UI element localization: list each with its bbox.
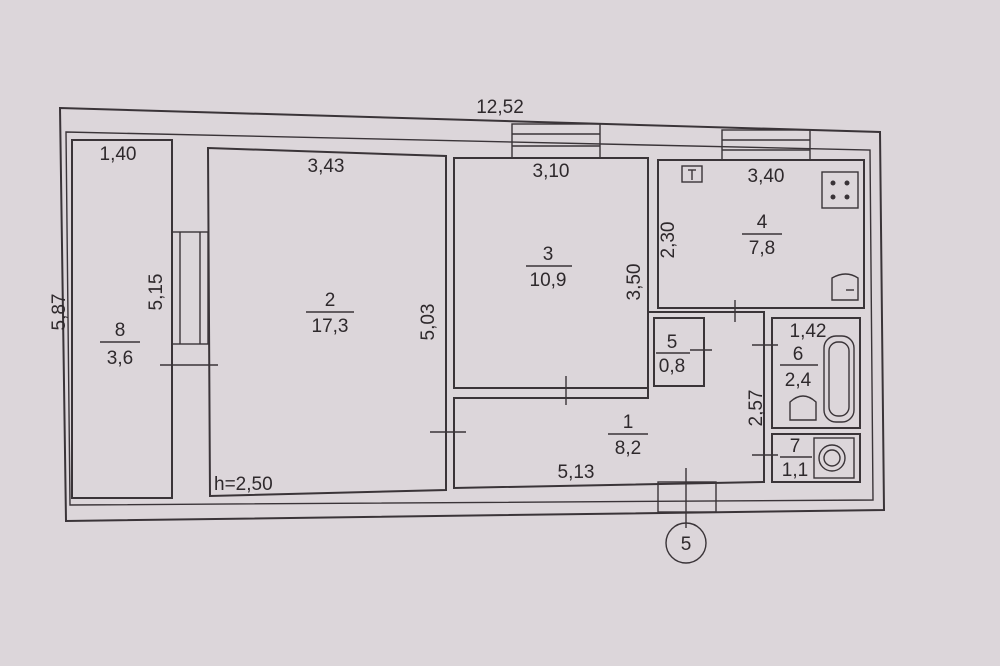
sink-icon (831, 273, 859, 301)
room-label-2: 2 17,3 (306, 290, 354, 337)
dim-room3-width: 3,10 (533, 161, 570, 182)
dim-room3-height: 3,50 (624, 264, 645, 301)
stove-icon (821, 171, 859, 209)
window-room-4 (721, 129, 811, 161)
svg-text:3,6: 3,6 (107, 348, 133, 369)
room-label-7: 7 1,1 (780, 436, 812, 481)
room-label-8: 8 3,6 (100, 320, 140, 369)
svg-text:5: 5 (667, 332, 678, 353)
svg-text:7,8: 7,8 (749, 238, 775, 259)
window-room-3 (511, 123, 601, 159)
outer-wall (58, 106, 886, 523)
dim-hall-width: 5,13 (558, 462, 595, 483)
svg-text:7: 7 (790, 436, 801, 457)
vent-icon (681, 165, 703, 183)
room-label-6: 6 2,4 (780, 344, 818, 391)
svg-text:17,3: 17,3 (312, 316, 349, 337)
dim-room4-width: 3,40 (748, 166, 785, 187)
dim-overall-width: 12,52 (476, 97, 524, 118)
room-label-4: 4 7,8 (742, 212, 782, 259)
dim-bath-height: 2,57 (746, 390, 767, 427)
balcony-room-8 (71, 139, 173, 499)
toilet-icon (813, 437, 855, 479)
dim-room2-width: 3,43 (308, 156, 345, 177)
room-label-3: 3 10,9 (526, 244, 572, 291)
dim-room4-height: 2,30 (658, 222, 679, 259)
dim-balcony-width: 1,40 (100, 144, 137, 165)
svg-text:8: 8 (115, 320, 126, 341)
basin-icon (789, 395, 817, 421)
svg-text:10,9: 10,9 (530, 270, 567, 291)
svg-text:1: 1 (623, 412, 634, 433)
entrance-marker: 5 (681, 534, 692, 555)
svg-text:0,8: 0,8 (659, 356, 685, 377)
room-5-closet (653, 317, 705, 387)
room-7-wc (771, 433, 861, 483)
svg-text:2,4: 2,4 (785, 370, 812, 391)
svg-text:6: 6 (793, 344, 804, 365)
svg-text:8,2: 8,2 (615, 438, 641, 459)
svg-text:3: 3 (543, 244, 554, 265)
room-2 (206, 146, 447, 498)
room-label-1: 1 8,2 (608, 412, 648, 459)
entrance-marker-circle (665, 522, 707, 564)
svg-text:4: 4 (757, 212, 768, 233)
svg-text:1,1: 1,1 (782, 460, 808, 481)
inner-wall-outline (65, 131, 874, 506)
room-6-bathroom (771, 317, 861, 429)
bathtub-icon (823, 335, 855, 423)
dim-balcony-height: 5,15 (146, 274, 167, 311)
dim-overall-height: 5,87 (49, 294, 70, 331)
svg-text:2: 2 (325, 290, 336, 311)
dim-room2-height: 5,03 (418, 304, 439, 341)
room-label-5: 5 0,8 (656, 332, 690, 377)
dim-bath-width: 1,42 (790, 321, 827, 342)
ceiling-height: h=2,50 (214, 474, 273, 495)
room-1-hallway (453, 311, 765, 490)
